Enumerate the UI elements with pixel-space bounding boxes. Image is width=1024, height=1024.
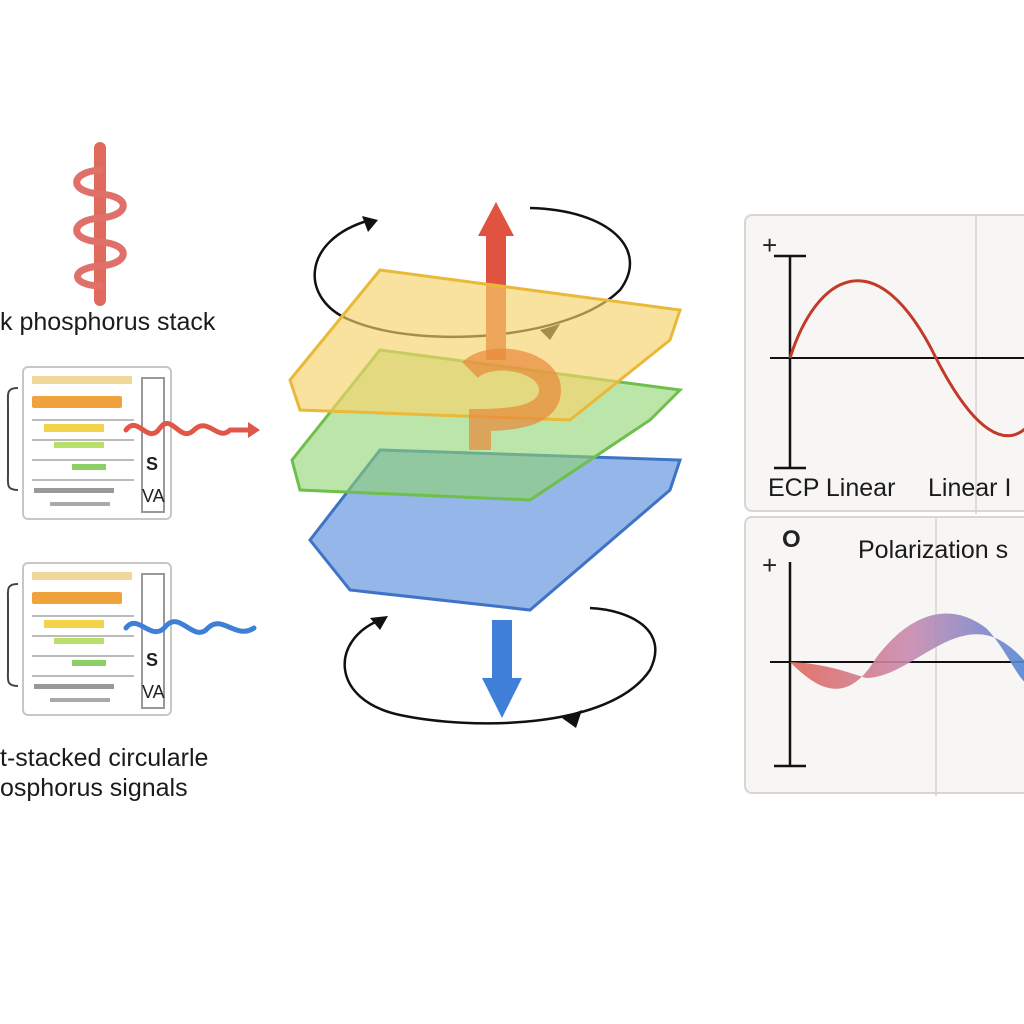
polarization-plot: [770, 518, 1024, 796]
waveform-panel-top: + ECP Linear Linear I: [744, 214, 1024, 514]
rotation-arrow-bottom: [343, 606, 657, 725]
bottom-caption-line-1: t-stacked circularle: [0, 744, 209, 772]
top-panel-label-left: ECP Linear: [768, 474, 896, 502]
card-bottom-glyph-1: S: [146, 650, 159, 670]
sine-curve: [788, 279, 1024, 437]
bottom-panel-plus: +: [762, 550, 778, 580]
signal-card-top: S VA: [22, 366, 172, 520]
blue-wave: [123, 619, 257, 635]
layer-stack: [288, 202, 684, 728]
inner-orange-shape: [462, 348, 562, 450]
stack-caption: k phosphorus stack: [0, 308, 216, 336]
bottom-caption-line-2: osphorus signals: [0, 774, 188, 802]
bottom-panel-zero: O: [782, 526, 801, 553]
waveform-top: [770, 216, 1024, 514]
card-top-glyph-1: S: [146, 454, 159, 474]
card-bottom-glyph-2: VA: [142, 682, 165, 702]
card-top-glyph-2: VA: [142, 486, 165, 506]
polarization-ribbon: [790, 613, 1024, 689]
polarization-title: Polarization s: [858, 536, 1009, 564]
top-panel-label-right: Linear I: [928, 474, 1012, 502]
signal-card-bottom: S VA: [22, 562, 172, 716]
red-wave-arrow: [123, 420, 260, 438]
bracket-top: [6, 387, 19, 491]
polarization-panel: O + Polarization s: [744, 516, 1024, 796]
card-rows: [32, 376, 165, 513]
card-rows: [32, 572, 165, 709]
blue-axis-arrow: [492, 620, 512, 680]
top-panel-plus: +: [762, 230, 778, 260]
helix-icon: [73, 142, 127, 306]
bracket-bottom: [6, 583, 19, 687]
layer-yellow: [288, 268, 682, 422]
